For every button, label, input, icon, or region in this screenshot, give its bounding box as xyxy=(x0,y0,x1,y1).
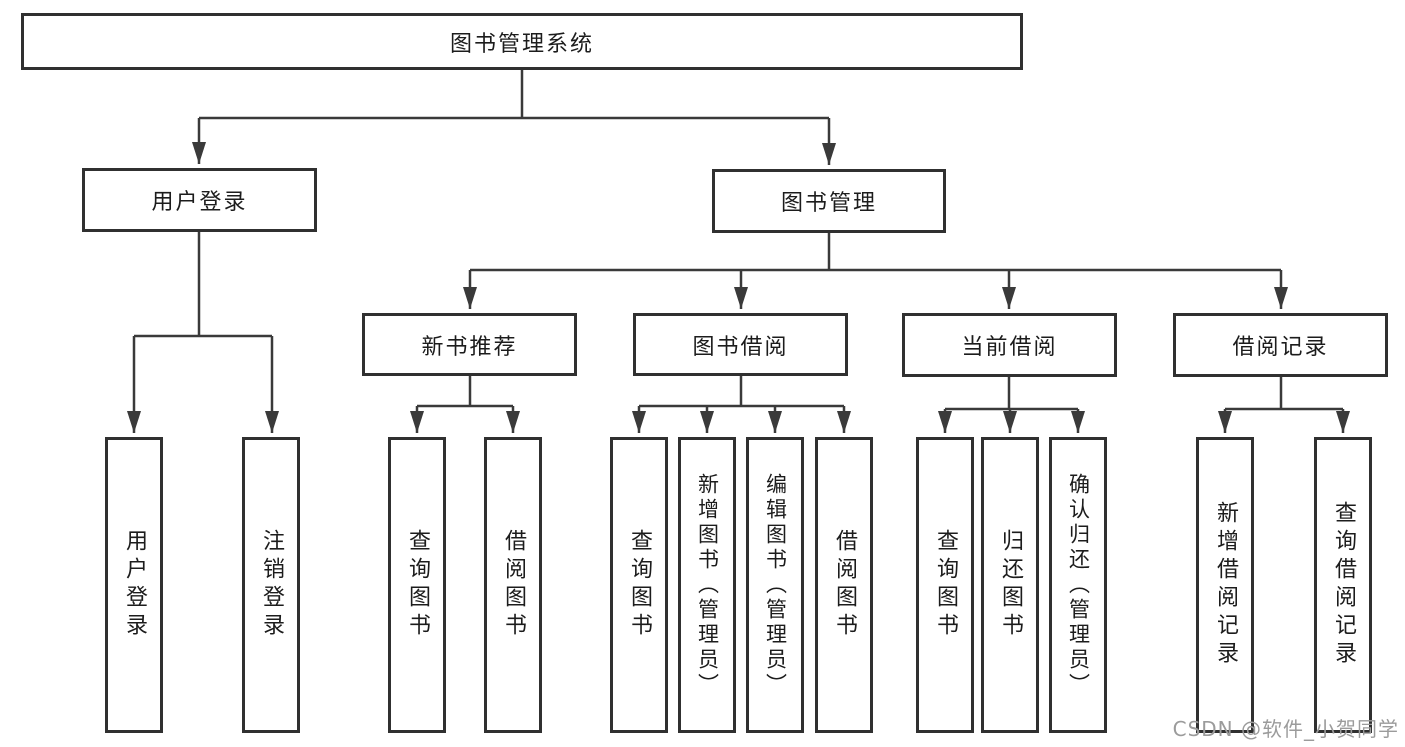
leaf-confirm-return-admin: 确认归还（管理员） xyxy=(1049,437,1107,733)
node-book-management: 图书管理 xyxy=(712,169,946,233)
leaf-logout: 注销登录 xyxy=(242,437,300,733)
leaf-add-borrow-record: 新增借阅记录 xyxy=(1196,437,1254,733)
node-book-borrow: 图书借阅 xyxy=(633,313,848,376)
leaf-query-books: 查询图书 xyxy=(388,437,446,733)
node-user-login: 用户登录 xyxy=(82,168,317,232)
leaf-borrow-books: 借阅图书 xyxy=(484,437,542,733)
leaf-add-book-admin: 新增图书（管理员） xyxy=(678,437,736,733)
node-current-borrow: 当前借阅 xyxy=(902,313,1117,377)
leaf-query-borrow-record: 查询借阅记录 xyxy=(1314,437,1372,733)
watermark: CSDN @软件_小贺同学 xyxy=(1172,717,1399,741)
leaf-user-login: 用户登录 xyxy=(105,437,163,733)
leaf-borrow-books: 借阅图书 xyxy=(815,437,873,733)
leaf-query-books: 查询图书 xyxy=(916,437,974,733)
leaf-edit-book-admin: 编辑图书（管理员） xyxy=(746,437,804,733)
leaf-query-books: 查询图书 xyxy=(610,437,668,733)
node-borrow-records: 借阅记录 xyxy=(1173,313,1388,377)
leaf-return-books: 归还图书 xyxy=(981,437,1039,733)
node-new-book-recommend: 新书推荐 xyxy=(362,313,577,376)
node-root: 图书管理系统 xyxy=(21,13,1023,70)
